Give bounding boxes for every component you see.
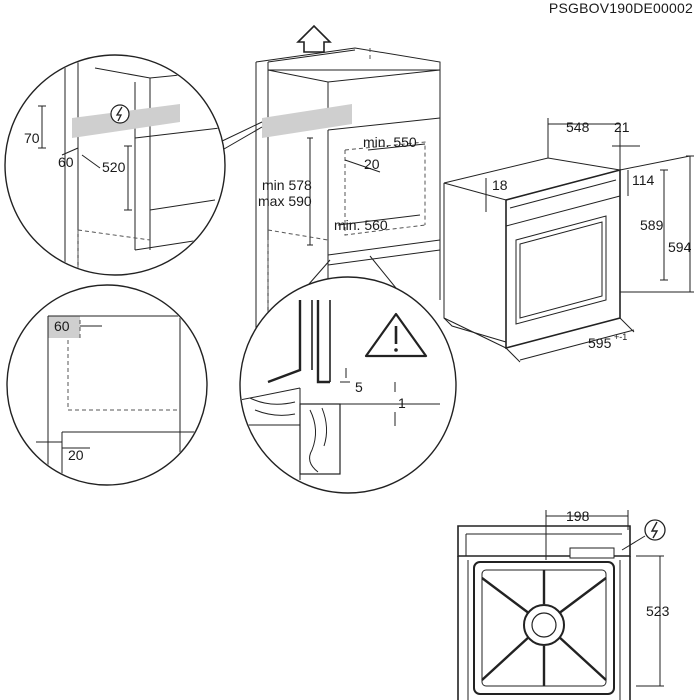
dim-max-590: max 590 [258,193,312,209]
dim-114: 114 [632,172,655,188]
cabinet-drawing [255,24,441,346]
dim-594: 594 [668,239,692,255]
detail-bottom [239,276,457,494]
document-code: PSGBOV190DE00002 [549,0,693,16]
dim-198: 198 [566,508,590,524]
dim-21: 21 [614,119,630,135]
dim-70: 70 [24,130,40,146]
electrical-connection-icon [621,519,666,551]
dim-20-cabinet: 20 [364,156,380,172]
dim-18: 18 [492,177,508,193]
dim-595-tolerance: +-1 [614,332,627,342]
dim-589: 589 [640,217,664,233]
dim-523: 523 [646,603,670,619]
warning-triangle-icon [364,312,428,358]
dim-60-left: 60 [54,318,70,334]
detail-left [6,284,208,486]
dim-min-578: min 578 [262,177,312,193]
dim-5: 5 [355,379,363,395]
dim-20-left: 20 [68,447,84,463]
dim-60-top: 60 [58,154,74,170]
up-arrow-icon [296,24,332,53]
dim-595: 595 [588,335,612,351]
oven-drawing [443,118,694,363]
electrical-connection-icon [110,104,130,124]
dim-min-560: min. 560 [334,217,388,233]
dim-548: 548 [566,119,590,135]
dim-1: 1 [398,395,406,411]
rear-view-drawing [457,510,664,700]
dim-min-550: min. 550 [363,134,417,150]
dim-520: 520 [102,159,126,175]
